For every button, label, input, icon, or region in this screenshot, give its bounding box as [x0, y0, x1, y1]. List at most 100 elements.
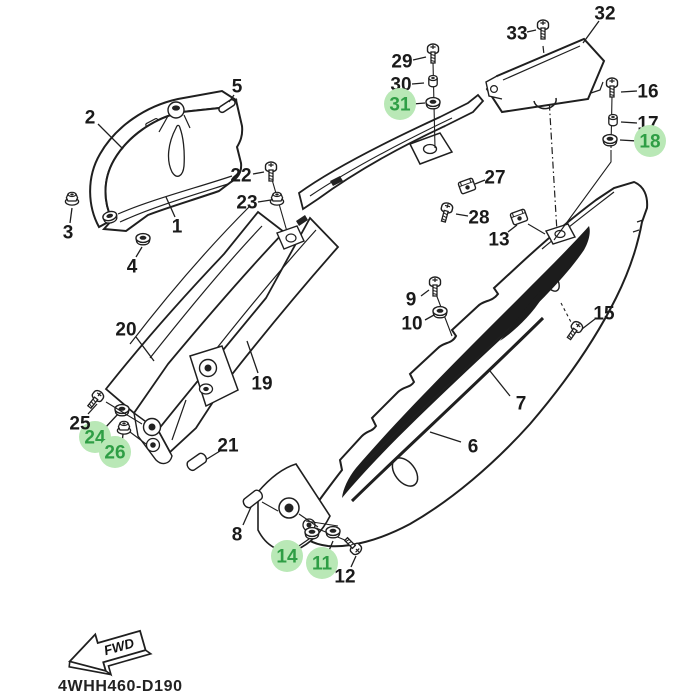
callout-number: 33 — [506, 24, 527, 45]
callout-14[interactable]: 14 — [271, 538, 310, 572]
callout-8[interactable]: 8 — [232, 506, 252, 546]
leader-line — [246, 340, 259, 374]
callout-number: 31 — [389, 95, 411, 116]
bracket-23-hole — [285, 233, 297, 243]
leader-line — [135, 336, 155, 362]
leader-line — [350, 555, 357, 568]
callout-16[interactable]: 16 — [620, 82, 659, 103]
leader-line — [420, 289, 430, 297]
leader-line — [429, 431, 462, 443]
leader-line — [97, 123, 124, 150]
leader-line — [474, 179, 486, 185]
callout-number: 4 — [127, 257, 138, 278]
leader-line — [228, 94, 235, 103]
callout-number: 18 — [639, 132, 660, 153]
part-10-grommet — [432, 305, 448, 319]
callout-layer: 1234567891011121314151617181920212223242… — [63, 4, 666, 588]
assembly-line-24-26 — [105, 401, 147, 445]
leader-line — [87, 403, 98, 415]
leader-line — [135, 246, 143, 258]
callout-number: 21 — [217, 436, 239, 457]
part-7-cover-decal — [342, 226, 590, 503]
diagram-code-label: 4WHH460-D190 — [58, 678, 183, 694]
part-1-side-cover — [101, 98, 244, 233]
callout-1[interactable]: 1 — [165, 196, 183, 238]
part-5-clip — [218, 98, 236, 114]
leader-line — [489, 370, 511, 397]
callout-10[interactable]: 10 — [401, 314, 435, 335]
callout-2[interactable]: 2 — [85, 108, 124, 150]
assembly-lines-8-14-11-12 — [261, 501, 353, 544]
leader-line — [620, 90, 638, 93]
part-30-collar — [428, 74, 438, 88]
part-18-grommet — [602, 133, 618, 147]
callout-7[interactable]: 7 — [489, 370, 527, 415]
callout-20[interactable]: 20 — [115, 320, 155, 362]
part-17-collar — [608, 113, 618, 127]
callout-number: 16 — [637, 82, 658, 103]
fwd-arrow: FWD — [68, 629, 153, 677]
callout-number: 9 — [406, 290, 417, 311]
leader-line — [424, 314, 435, 321]
callout-number: 7 — [516, 394, 527, 415]
highlight-circle — [271, 540, 303, 572]
callout-33[interactable]: 33 — [506, 24, 537, 45]
callout-number: 29 — [391, 52, 412, 73]
leader-line — [412, 56, 427, 61]
leader-line — [507, 224, 518, 233]
callout-13[interactable]: 13 — [488, 224, 518, 251]
callout-22[interactable]: 22 — [230, 166, 265, 187]
callout-number: 10 — [401, 314, 422, 335]
leader-line — [526, 29, 537, 33]
leader-line — [411, 82, 425, 85]
leader-line — [206, 450, 221, 460]
callout-number: 3 — [63, 223, 74, 244]
callout-3[interactable]: 3 — [63, 207, 74, 244]
part-26-nut — [116, 420, 132, 435]
callout-25[interactable]: 25 — [69, 403, 98, 435]
callout-11[interactable]: 11 — [306, 540, 338, 579]
assembly-line-15 — [560, 302, 573, 325]
callout-number: 20 — [115, 320, 136, 341]
callout-number: 13 — [488, 230, 509, 251]
part-4-grommet — [135, 232, 151, 246]
callout-5[interactable]: 5 — [228, 77, 243, 103]
callout-6[interactable]: 6 — [429, 431, 478, 458]
callout-number: 12 — [334, 567, 355, 588]
callout-number: 28 — [468, 208, 489, 229]
callout-15[interactable]: 15 — [581, 304, 615, 330]
leader-line — [242, 506, 252, 526]
highlight-circle — [384, 88, 416, 120]
leader-line — [252, 171, 265, 175]
callout-9[interactable]: 9 — [406, 289, 430, 311]
leader-line — [582, 20, 600, 44]
callout-23[interactable]: 23 — [236, 193, 272, 214]
callout-28[interactable]: 28 — [455, 208, 490, 229]
callout-32[interactable]: 32 — [582, 4, 616, 44]
callout-26[interactable]: 26 — [99, 433, 131, 468]
callout-21[interactable]: 21 — [206, 436, 239, 460]
part-3-nut — [64, 191, 80, 206]
callout-number: 25 — [69, 414, 91, 435]
callout-19[interactable]: 19 — [246, 340, 273, 395]
callout-29[interactable]: 29 — [391, 52, 427, 73]
callout-number: 26 — [104, 443, 125, 464]
callout-27[interactable]: 27 — [474, 168, 506, 189]
highlight-circle — [634, 125, 666, 157]
part-11-grommet — [325, 525, 341, 539]
callout-31[interactable]: 31 — [384, 88, 426, 120]
callout-number: 5 — [232, 77, 243, 98]
assembly-line-13 — [527, 223, 546, 235]
callout-number: 19 — [251, 374, 272, 395]
leader-line — [257, 199, 272, 203]
callout-18[interactable]: 18 — [619, 125, 666, 157]
callout-12[interactable]: 12 — [334, 555, 357, 588]
part-23-nut — [269, 191, 285, 206]
callout-4[interactable]: 4 — [127, 246, 143, 278]
callout-number: 27 — [484, 168, 505, 189]
callout-number: 15 — [593, 304, 615, 325]
leader-line — [620, 121, 638, 124]
highlight-circle — [99, 436, 131, 468]
